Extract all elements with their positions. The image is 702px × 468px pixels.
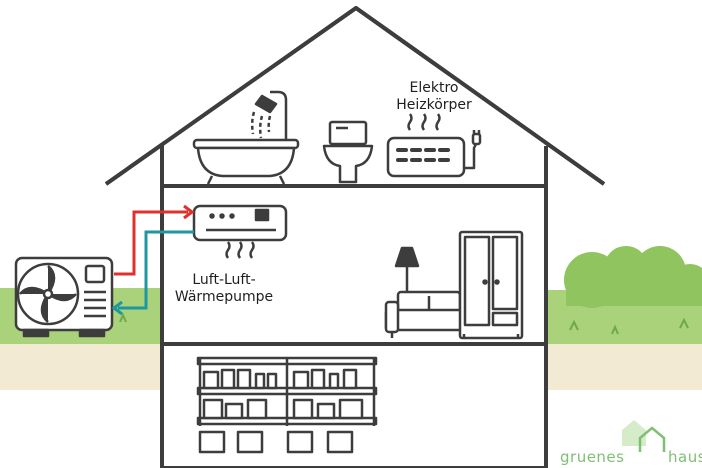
toilet-icon [322, 120, 374, 184]
logo-text-gruenes: gruenes [560, 448, 625, 466]
bathtub-icon [192, 90, 300, 185]
outdoor-unit-icon [14, 256, 114, 338]
radiator-label-line-2: Heizkörper [396, 97, 472, 113]
gruenes-haus-logo: gruenes haus [556, 428, 702, 468]
heatpump-label-line-1: Luft-Luft- [192, 272, 256, 288]
gruenes-haus-logo-icon [622, 420, 666, 452]
bush [564, 246, 702, 308]
heatpump-label-line-2: Wärmepumpe [174, 289, 274, 305]
radiator-label: Elektro Heizkörper [386, 80, 482, 114]
supply-arrowhead [183, 204, 195, 220]
radiator-label-line-1: Elektro [409, 80, 459, 96]
heatpump-label: Luft-Luft- Wärmepumpe [162, 272, 286, 306]
roof [104, 6, 606, 186]
return-arrowhead [111, 300, 123, 316]
indoor-unit-icon [192, 204, 288, 259]
logo-text-haus: haus [668, 448, 702, 466]
wardrobe-icon [458, 230, 524, 340]
radiator-icon [386, 113, 482, 178]
return-pipe [118, 230, 194, 310]
floor-lamp-icon [394, 246, 420, 292]
supply-pipe [114, 210, 188, 276]
storage-shelves-icon [196, 356, 378, 454]
